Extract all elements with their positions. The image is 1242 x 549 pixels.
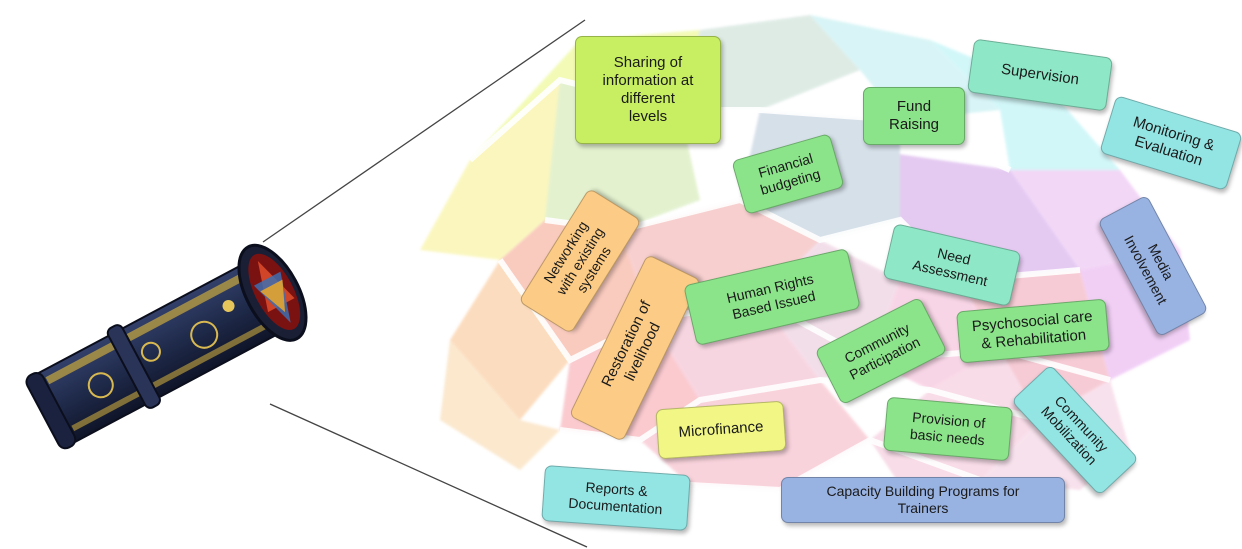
sharing-information-box: Sharing of information at different leve… <box>575 36 721 144</box>
fund-raising-box: Fund Raising <box>863 87 965 145</box>
sight-line-bottom <box>269 403 588 548</box>
sight-line-top <box>262 19 586 243</box>
provision-basic-needs-box: Provision of basic needs <box>882 396 1014 462</box>
kaleidoscope-icon <box>25 243 308 450</box>
capacity-building-box: Capacity Building Programs for Trainers <box>781 477 1065 523</box>
microfinance-box: Microfinance <box>655 400 787 460</box>
reports-documentation-box: Reports & Documentation <box>541 464 691 532</box>
